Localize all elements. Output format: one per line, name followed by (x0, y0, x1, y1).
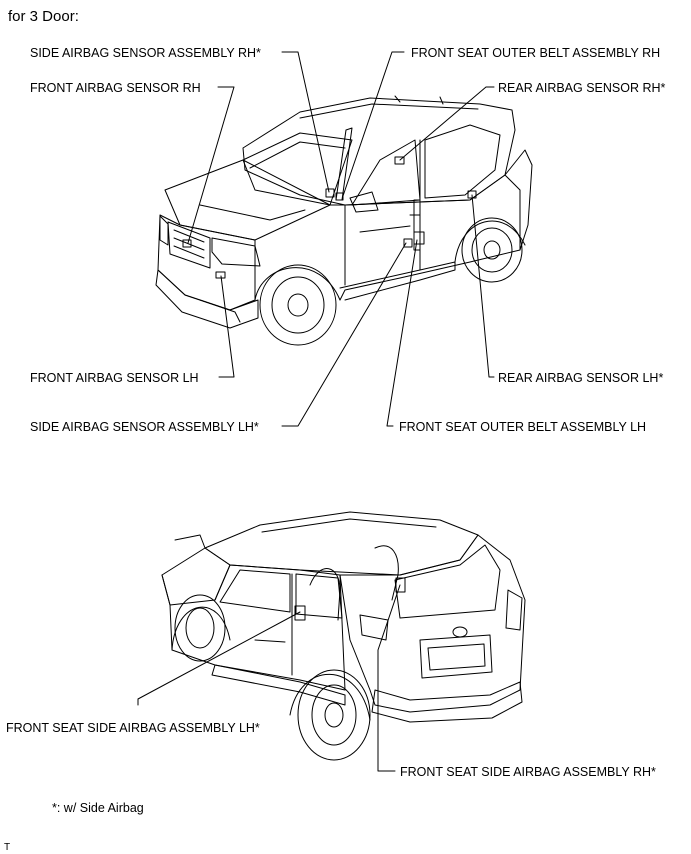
leader-lines-bottom (137, 584, 401, 772)
label-front-seat-outer-belt-rh: FRONT SEAT OUTER BELT ASSEMBLY RH (411, 46, 661, 60)
label-front-airbag-sensor-lh: FRONT AIRBAG SENSOR LH (30, 371, 199, 385)
label-front-seat-side-airbag-lh: FRONT SEAT SIDE AIRBAG ASSEMBLY LH* (6, 721, 260, 735)
footnote: *: w/ Side Airbag (52, 801, 144, 815)
top-vehicle-illustration (155, 95, 533, 346)
diagram-title: for 3 Door: (8, 8, 79, 25)
label-side-airbag-sensor-lh: SIDE AIRBAG SENSOR ASSEMBLY LH* (30, 420, 259, 434)
bottom-vehicle-illustration (161, 511, 526, 761)
label-front-seat-outer-belt-lh: FRONT SEAT OUTER BELT ASSEMBLY LH (399, 420, 647, 434)
label-front-airbag-sensor-rh: FRONT AIRBAG SENSOR RH (30, 81, 201, 95)
leader-lines-top (187, 51, 495, 427)
label-side-airbag-sensor-rh: SIDE AIRBAG SENSOR ASSEMBLY RH* (30, 46, 261, 60)
label-rear-airbag-sensor-rh: REAR AIRBAG SENSOR RH* (498, 81, 666, 95)
label-rear-airbag-sensor-lh: REAR AIRBAG SENSOR LH* (498, 371, 664, 385)
label-front-seat-side-airbag-rh: FRONT SEAT SIDE AIRBAG ASSEMBLY RH* (400, 765, 656, 779)
corner-code: T (4, 842, 11, 853)
